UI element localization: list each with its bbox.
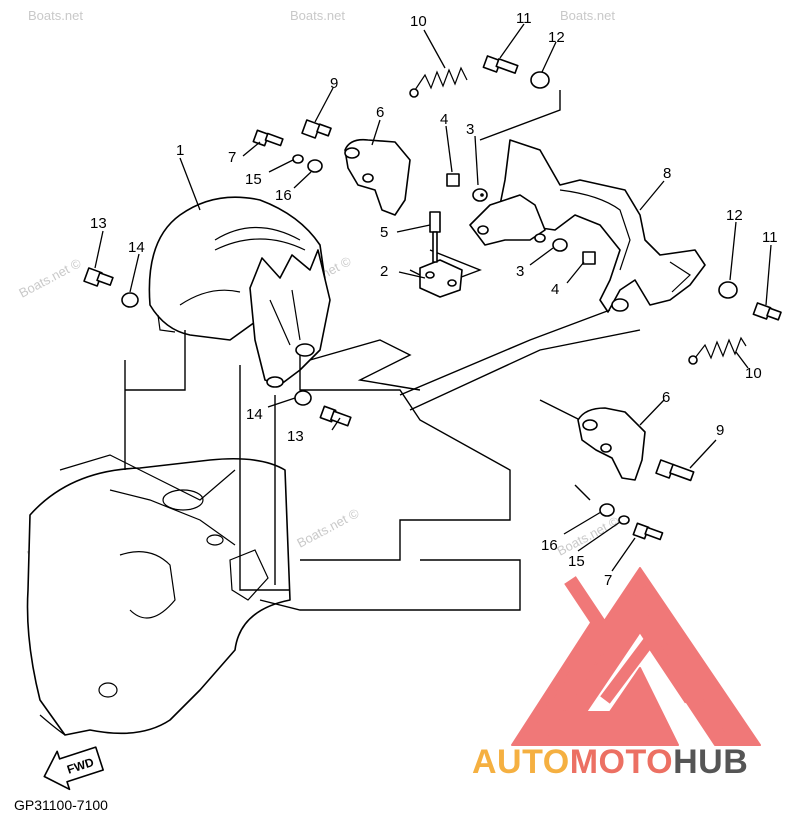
callout-5: 5 (380, 224, 388, 241)
callout-1: 1 (176, 142, 184, 159)
callout-12-upper: 12 (548, 29, 565, 46)
brand-triangle-mark (511, 567, 761, 746)
watermark: Boats.net © (294, 505, 362, 550)
part-9-bolt-upper (301, 119, 332, 139)
part-7-bolt-lower (632, 522, 664, 541)
part-3-bracket (469, 188, 568, 252)
brand-part3: HUB (673, 743, 748, 781)
watermark: Boats.net (290, 8, 345, 23)
part-15-washer-lower (618, 515, 630, 525)
callout-14-lower: 14 (246, 406, 263, 423)
callout-16-lower: 16 (541, 537, 558, 554)
diagram-code: GP31100-7100 (14, 797, 108, 813)
callout-4-lower: 4 (551, 281, 559, 298)
callout-7-upper: 7 (228, 149, 236, 166)
callout-15-upper: 15 (245, 171, 262, 188)
callout-4-upper: 4 (440, 111, 448, 128)
part-12-collar-upper (530, 71, 550, 89)
callout-8: 8 (663, 165, 671, 182)
part-14-collar-lower (294, 390, 312, 406)
part-8-arm (499, 139, 706, 313)
part-10-spring-lower (688, 336, 747, 365)
part-14-collar-left (121, 292, 139, 308)
callout-7-lower: 7 (604, 572, 612, 589)
callout-13-lower: 13 (287, 428, 304, 445)
part-10-spring-upper (409, 66, 468, 98)
callout-3-lower: 3 (516, 263, 524, 280)
part-9-bolt-lower (655, 459, 695, 482)
part-16-collar-lower (599, 503, 615, 517)
callout-13-left: 13 (90, 215, 107, 232)
part-12-collar-lower (718, 281, 738, 299)
brand-part2: MOTO (570, 743, 673, 781)
part-11-stud-lower (752, 302, 782, 321)
part-11-stud-upper (482, 55, 519, 74)
callout-6-lower: 6 (662, 389, 670, 406)
left-mount-bracket (249, 249, 331, 388)
watermark: Boats.net (28, 8, 83, 23)
leader-lines (94, 23, 772, 572)
part-5-fitting (429, 211, 441, 263)
part-6-upper-bracket (344, 138, 411, 216)
part-6-lower-bracket (577, 407, 646, 481)
watermark: Boats.net (560, 8, 615, 23)
callout-11-upper: 11 (516, 10, 532, 27)
callout-9-upper: 9 (330, 75, 338, 92)
callout-6-upper: 6 (376, 104, 384, 121)
callouts: 1 2 3 3 4 4 5 6 6 7 7 8 9 9 10 10 11 11 … (90, 10, 778, 589)
callout-14-left: 14 (128, 239, 145, 256)
brand-part1: AUTO (472, 743, 570, 781)
part-15-washer-upper (292, 154, 304, 164)
callout-15-lower: 15 (568, 553, 585, 570)
watermark: Boats.net © (16, 255, 84, 300)
callout-10-lower: 10 (745, 365, 762, 382)
engine-block (26, 454, 291, 736)
callout-16-upper: 16 (275, 187, 292, 204)
part-13-bolt-left (83, 267, 114, 287)
part-4-nut-upper (446, 173, 460, 187)
callout-2: 2 (380, 263, 388, 280)
brand-logo (511, 567, 761, 746)
part-7-bolt-upper (252, 129, 284, 147)
part-2-plate (419, 259, 463, 298)
part-4-nut-lower (582, 251, 596, 265)
callout-10-upper: 10 (410, 13, 427, 30)
callout-12-lower: 12 (726, 207, 743, 224)
fwd-arrow: FWD (43, 746, 104, 791)
part-13-bolt-lower (319, 405, 352, 427)
part-16-collar-upper (307, 159, 323, 173)
callout-3-upper: 3 (466, 121, 474, 138)
callout-11-lower: 11 (762, 229, 778, 246)
part-3-dot (480, 193, 484, 197)
callout-9-lower: 9 (716, 422, 724, 439)
brand-wordmark: AUTOMOTOHUB (472, 743, 748, 781)
